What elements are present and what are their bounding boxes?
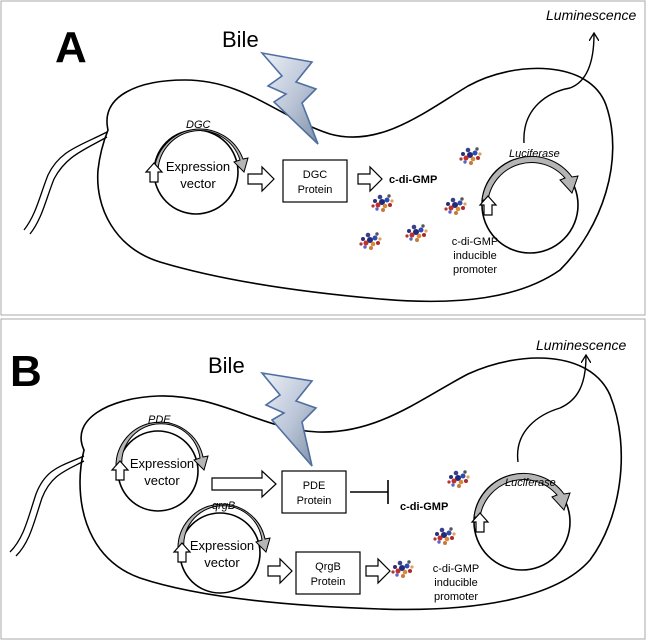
panel-a: A Bile Luminescence DGC Expression vecto… xyxy=(23,7,636,303)
promoter-arrow-b-2 xyxy=(172,542,192,563)
qrgb-protein-label-1: QrgB xyxy=(315,561,341,573)
cdigmp-molecule-a-3 xyxy=(444,197,467,215)
gene-arrow-b-1 xyxy=(115,421,209,471)
cdigmp-molecule-a-4 xyxy=(359,232,382,250)
vector-label-b2-2: vector xyxy=(204,555,240,570)
block-arrow-b-3 xyxy=(365,557,391,585)
promoter-arrow-a xyxy=(144,162,164,183)
luminescence-label-b: Luminescence xyxy=(536,337,626,353)
promoter-label-b-2: inducible xyxy=(434,577,477,589)
bile-label-b: Bile xyxy=(208,353,245,378)
flagellum-b-2 xyxy=(15,460,85,557)
luciferase-arrow-b xyxy=(473,472,571,518)
gene-arrow-b-2 xyxy=(177,503,271,553)
block-arrow-a-1 xyxy=(247,165,275,193)
inhibition-arrow-b xyxy=(350,480,389,504)
vector-label-b1-1: Expression xyxy=(130,456,194,471)
flagellum-b xyxy=(9,455,85,553)
cdigmp-molecule-a-5 xyxy=(405,224,428,242)
gene-label-a: DGC xyxy=(186,119,211,131)
expression-vector-b-2 xyxy=(179,512,261,594)
gene-arrow-a xyxy=(153,128,249,173)
gene-label-b-1: PDE xyxy=(148,414,171,426)
cdigmp-molecule-a-1 xyxy=(459,147,482,165)
vector-label-a-1: Expression xyxy=(166,159,230,174)
bile-bolt-b xyxy=(260,371,318,467)
gene-label-b-2: qrgB xyxy=(212,500,235,512)
panel-a-frame xyxy=(0,0,646,316)
qrgb-protein-box xyxy=(295,551,361,595)
inducible-promoter-arrow-b xyxy=(470,512,490,533)
luciferase-label-b: Luciferase xyxy=(505,477,556,489)
promoter-label-a-2: inducible xyxy=(453,250,496,262)
expression-vector-b-1 xyxy=(117,430,199,512)
panel-b-frame xyxy=(0,318,646,640)
cdigmp-molecule-b-1 xyxy=(447,470,470,488)
cell-outline-a xyxy=(96,67,614,303)
cdigmp-label-a: c-di-GMP xyxy=(389,174,437,186)
qrgb-protein-label-2: Protein xyxy=(311,576,346,588)
cdigmp-molecule-b-2 xyxy=(433,527,456,545)
dgc-protein-box xyxy=(282,159,348,203)
promoter-label-a-1: c-di-GMP xyxy=(452,236,498,248)
panel-b-letter: B xyxy=(10,347,42,396)
luminescence-arrow-b xyxy=(516,356,586,463)
inducible-promoter-arrow-a xyxy=(478,195,498,216)
block-arrow-a-2 xyxy=(357,165,383,193)
vector-label-b1-2: vector xyxy=(144,473,180,488)
promoter-arrow-b-1 xyxy=(110,460,130,481)
vector-label-a-2: vector xyxy=(180,176,216,191)
vector-label-b2-1: Expression xyxy=(190,538,254,553)
block-arrow-b-1 xyxy=(211,469,277,499)
luminescence-arrow-a xyxy=(523,34,594,144)
promoter-label-b-1: c-di-GMP xyxy=(433,563,479,575)
dgc-protein-label-2: Protein xyxy=(298,184,333,196)
bile-label-a: Bile xyxy=(222,27,259,52)
cell-outline-b xyxy=(79,357,623,611)
flagellum-a-2 xyxy=(29,136,108,235)
panel-a-letter: A xyxy=(55,23,87,72)
cdigmp-label-b: c-di-GMP xyxy=(400,501,448,513)
cdigmp-molecule-a-2 xyxy=(371,194,394,212)
pde-protein-label-2: Protein xyxy=(297,495,332,507)
luciferase-arrow-a xyxy=(481,155,579,201)
flagellum-a xyxy=(23,131,108,231)
dgc-protein-label-1: DGC xyxy=(303,169,328,181)
promoter-label-a-3: promoter xyxy=(453,264,497,276)
luciferase-label-a: Luciferase xyxy=(509,148,560,160)
cdigmp-molecule-b-3 xyxy=(391,560,414,578)
pde-protein-label-1: PDE xyxy=(303,480,326,492)
panel-b: B Bile Luminescence PDE Expression vecto… xyxy=(9,337,626,611)
block-arrow-b-2 xyxy=(267,557,293,585)
pde-protein-box xyxy=(281,470,347,514)
promoter-label-b-3: promoter xyxy=(434,591,478,603)
bile-bolt-a xyxy=(259,51,319,145)
luminescence-label-a: Luminescence xyxy=(546,7,636,23)
